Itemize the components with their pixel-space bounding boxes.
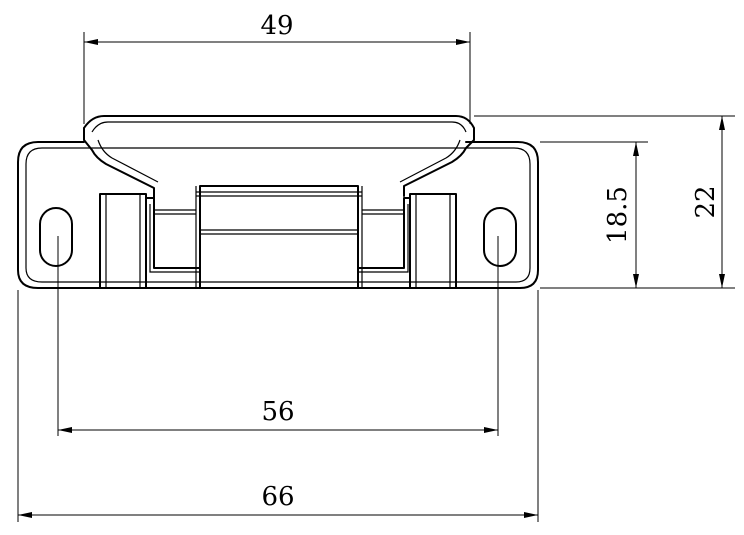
dimension-inner-height: 18.5 (603, 142, 639, 288)
base-plate (17, 141, 539, 289)
hinge-part (17, 115, 539, 289)
dimension-label-49: 49 (260, 11, 293, 41)
dimension-label-18-5: 18.5 (603, 186, 633, 244)
dimension-hole-spacing: 56 (57, 236, 499, 436)
dimension-label-56: 56 (261, 397, 294, 427)
right-mounting-slot (483, 207, 517, 267)
left-knuckle (99, 193, 201, 289)
dimension-overall-height: 22 (691, 116, 725, 288)
left-mounting-slot (39, 207, 73, 267)
dimension-label-22: 22 (691, 185, 721, 218)
right-knuckle (357, 193, 457, 289)
dimension-top-width: 49 (83, 11, 471, 124)
dimension-label-66: 66 (261, 482, 294, 512)
dimension-overall-width: 66 (17, 290, 539, 522)
center-barrel (154, 185, 404, 289)
